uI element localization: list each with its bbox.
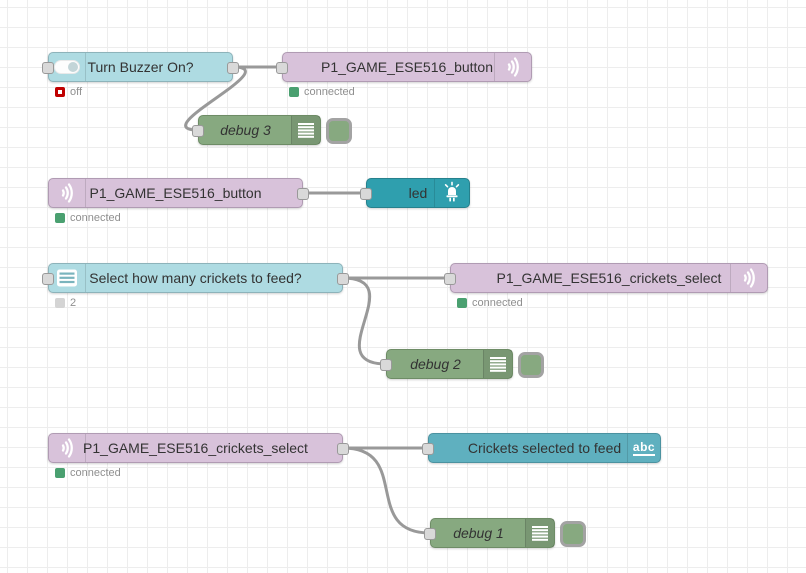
toggle-switch-icon <box>49 53 86 81</box>
status-dot-icon <box>55 213 65 223</box>
node-label: Crickets selected to feed <box>467 440 622 456</box>
node-debug-3[interactable]: debug 3 <box>192 115 352 145</box>
status-dot-icon <box>457 298 467 308</box>
debug-toggle-button[interactable] <box>560 521 586 547</box>
node-label: Select how many crickets to feed? <box>89 270 302 286</box>
debug-list-icon <box>291 116 320 144</box>
node-label: Turn Buzzer On? <box>87 59 194 75</box>
input-port[interactable] <box>192 125 204 137</box>
node-status: connected <box>289 86 355 98</box>
node-mqtt-in-button[interactable]: P1_GAME_ESE516_button <box>48 178 309 208</box>
wire[interactable] <box>184 65 247 132</box>
node-mqtt-out-crickets-select[interactable]: P1_GAME_ESE516_crickets_select <box>444 263 768 293</box>
node-status: connected <box>55 467 121 479</box>
node-led[interactable]: led <box>360 178 470 208</box>
wire[interactable] <box>341 446 432 535</box>
status-dot-icon <box>289 87 299 97</box>
status-text: connected <box>70 467 121 479</box>
node-label: P1_GAME_ESE516_crickets_select <box>496 270 722 286</box>
debug-list-icon <box>525 519 554 547</box>
node-status: 2 <box>55 297 76 309</box>
node-ui-text-crickets[interactable]: Crickets selected to feed abc <box>422 433 661 463</box>
node-label: P1_GAME_ESE516_crickets_select <box>83 440 308 456</box>
status-text: off <box>70 86 83 98</box>
wifi-signal-icon <box>730 264 767 292</box>
wifi-signal-icon <box>49 434 86 462</box>
wire[interactable] <box>341 276 388 366</box>
node-label: debug 1 <box>453 525 504 541</box>
output-port[interactable] <box>337 273 349 285</box>
status-text: connected <box>304 86 355 98</box>
debug-toggle-button[interactable] <box>326 118 352 144</box>
status-text: 2 <box>70 297 77 309</box>
wifi-signal-icon <box>49 179 86 207</box>
debug-toggle-button[interactable] <box>518 352 544 378</box>
status-text: connected <box>70 212 121 224</box>
input-port[interactable] <box>422 443 434 455</box>
node-status: connected <box>457 297 523 309</box>
input-port[interactable] <box>380 359 392 371</box>
node-debug-2[interactable]: debug 2 <box>380 349 544 379</box>
node-mqtt-out-button[interactable]: P1_GAME_ESE516_button <box>276 52 532 82</box>
node-label: P1_GAME_ESE516_button <box>89 185 262 201</box>
status-ring-icon <box>55 87 65 97</box>
node-label: led <box>408 185 428 201</box>
output-port[interactable] <box>227 62 239 74</box>
output-port[interactable] <box>297 188 309 200</box>
input-port[interactable] <box>424 528 436 540</box>
input-port[interactable] <box>42 62 54 74</box>
status-dot-icon <box>55 468 65 478</box>
debug-list-icon <box>483 350 512 378</box>
node-status: connected <box>55 212 121 224</box>
wifi-signal-icon <box>494 53 531 81</box>
node-mqtt-in-crickets-select[interactable]: P1_GAME_ESE516_crickets_select <box>48 433 349 463</box>
input-port[interactable] <box>360 188 372 200</box>
node-label: debug 3 <box>220 122 271 138</box>
abc-text-icon: abc <box>627 434 660 462</box>
input-port[interactable] <box>42 273 54 285</box>
status-text: connected <box>472 297 523 309</box>
dropdown-list-icon <box>49 264 86 292</box>
output-port[interactable] <box>337 443 349 455</box>
node-ui-dropdown-crickets[interactable]: Select how many crickets to feed? <box>42 263 349 293</box>
node-status: off <box>55 86 82 98</box>
input-port[interactable] <box>276 62 288 74</box>
led-icon <box>434 179 469 207</box>
node-label: debug 2 <box>410 356 461 372</box>
status-dot-icon <box>55 298 65 308</box>
input-port[interactable] <box>444 273 456 285</box>
node-ui-switch-turn-buzzer[interactable]: Turn Buzzer On? <box>42 52 239 82</box>
node-debug-1[interactable]: debug 1 <box>424 518 586 548</box>
node-label: P1_GAME_ESE516_button <box>320 59 493 75</box>
